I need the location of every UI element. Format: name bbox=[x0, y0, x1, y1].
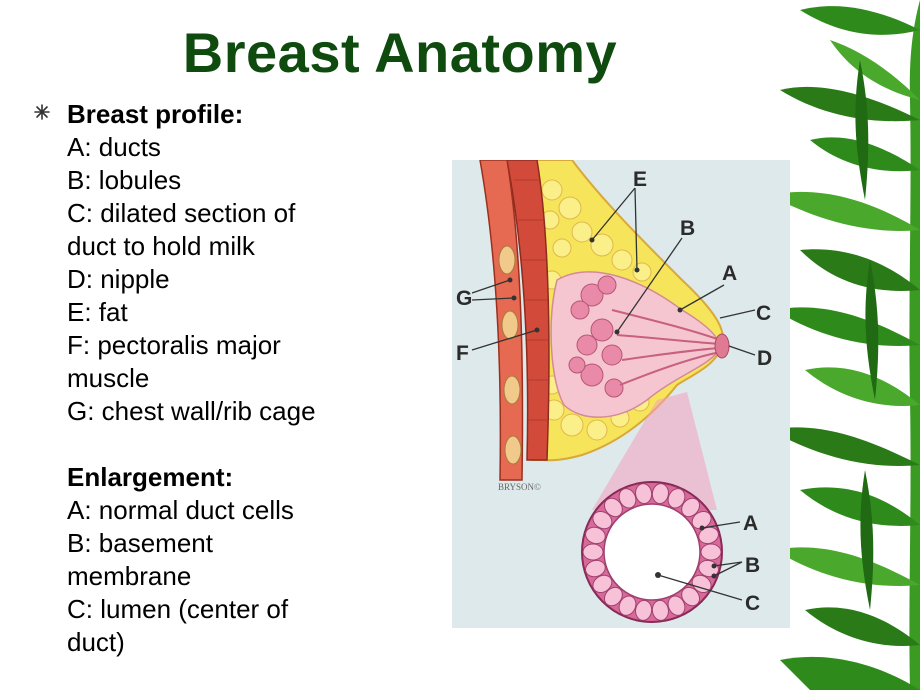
duct-cell bbox=[585, 559, 606, 578]
duct-cell bbox=[681, 497, 701, 518]
enlargement-heading: Enlargement: bbox=[67, 462, 234, 492]
label-enlargement-c: C bbox=[745, 592, 760, 615]
duct-cell bbox=[635, 599, 653, 621]
profile-heading: Breast profile: bbox=[67, 99, 244, 129]
duct-cell bbox=[592, 510, 613, 530]
enlargement-line: A: normal duct cells bbox=[67, 495, 294, 525]
profile-line: C: dilated section of bbox=[67, 198, 296, 228]
slide-title: Breast Anatomy bbox=[182, 21, 618, 84]
duct-cell bbox=[603, 586, 623, 607]
duct-cell bbox=[667, 595, 686, 616]
enlargement-line: membrane bbox=[67, 561, 192, 591]
enlargement-cone bbox=[592, 392, 717, 510]
profile-line: B: lobules bbox=[67, 165, 182, 195]
duct-cell bbox=[635, 483, 653, 505]
duct-cell bbox=[585, 526, 606, 545]
label-f: F bbox=[456, 342, 469, 365]
duct-cell bbox=[618, 488, 637, 509]
artist-signature: BRYSON© bbox=[498, 482, 541, 492]
duct-cell bbox=[618, 595, 637, 616]
enlargement-line: C: lumen (center of bbox=[67, 594, 289, 624]
label-e: E bbox=[633, 168, 647, 191]
duct-cell bbox=[651, 599, 669, 621]
duct-cell bbox=[700, 543, 722, 561]
label-enlargement-b: B bbox=[745, 554, 760, 577]
label-enlargement-a: A bbox=[743, 512, 758, 535]
profile-line: D: nipple bbox=[67, 264, 170, 294]
pectoralis-muscle bbox=[506, 160, 550, 461]
asterisk-bullet-icon bbox=[34, 104, 50, 120]
profile-line: A: ducts bbox=[67, 132, 161, 162]
duct-cell bbox=[603, 497, 623, 518]
label-d: D bbox=[757, 347, 772, 370]
enlargement-line: B: basement bbox=[67, 528, 213, 558]
duct-cell bbox=[691, 574, 712, 594]
label-b: B bbox=[680, 217, 695, 240]
duct-cell bbox=[651, 483, 669, 505]
bamboo-decoration bbox=[770, 0, 920, 690]
profile-line: duct to hold milk bbox=[67, 231, 255, 261]
label-c: C bbox=[756, 302, 771, 325]
spacer bbox=[67, 428, 397, 461]
duct-cross-section bbox=[581, 481, 723, 623]
nipple bbox=[714, 333, 730, 359]
profile-line: E: fat bbox=[67, 297, 128, 327]
duct-cell bbox=[592, 574, 613, 594]
breast-anatomy-diagram: E B A G C F D A B C BRYSON© bbox=[452, 160, 790, 628]
label-g: G bbox=[456, 287, 472, 310]
legend-text: Breast profile: A: ducts B: lobules C: d… bbox=[67, 98, 397, 659]
duct-cell bbox=[667, 488, 686, 509]
enlargement-line: duct) bbox=[67, 627, 125, 657]
profile-line: G: chest wall/rib cage bbox=[67, 396, 316, 426]
label-a: A bbox=[722, 262, 737, 285]
profile-line: muscle bbox=[67, 363, 150, 393]
profile-line: F: pectoralis major bbox=[67, 330, 281, 360]
duct-cell bbox=[582, 543, 604, 561]
duct-cell bbox=[681, 586, 701, 607]
